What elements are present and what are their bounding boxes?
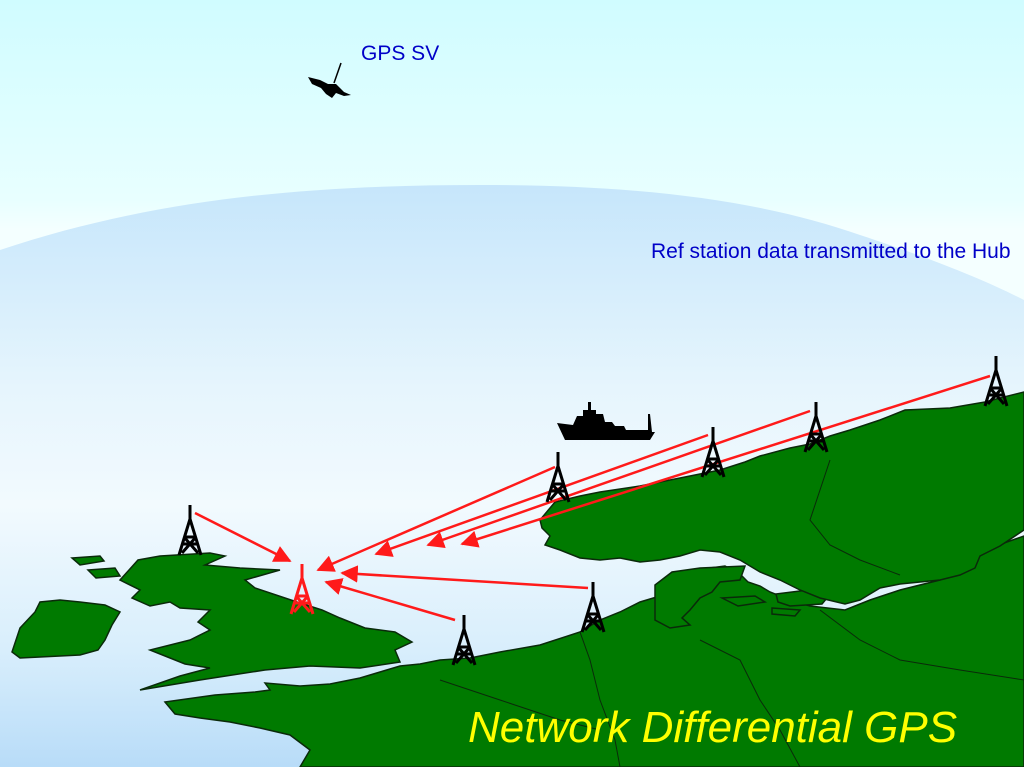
link-norway1-hub: [316, 465, 556, 572]
country-borders: [439, 459, 1024, 767]
land-hebrides: [70, 555, 122, 579]
link-denmark-hub: [340, 565, 589, 590]
link-netherlands-hub: [324, 578, 456, 622]
land-great-britain: [118, 552, 414, 691]
land-scandinavia: [539, 391, 1024, 605]
land-denmark: [654, 565, 747, 629]
data-links: [194, 374, 991, 622]
satellite-label: GPS SV: [361, 42, 440, 65]
data-flow-label: Ref station data transmitted to the Hub: [651, 240, 1011, 263]
land-masses: [11, 391, 1024, 767]
ship-icon: [557, 402, 655, 440]
link-scotland-hub: [194, 511, 292, 563]
link-norway3-hub: [426, 409, 811, 549]
land-ireland: [11, 599, 122, 659]
diagram-title: Network Differential GPS: [468, 703, 958, 752]
link-norway4-hub: [460, 374, 991, 548]
satellite-icon: [308, 62, 351, 98]
